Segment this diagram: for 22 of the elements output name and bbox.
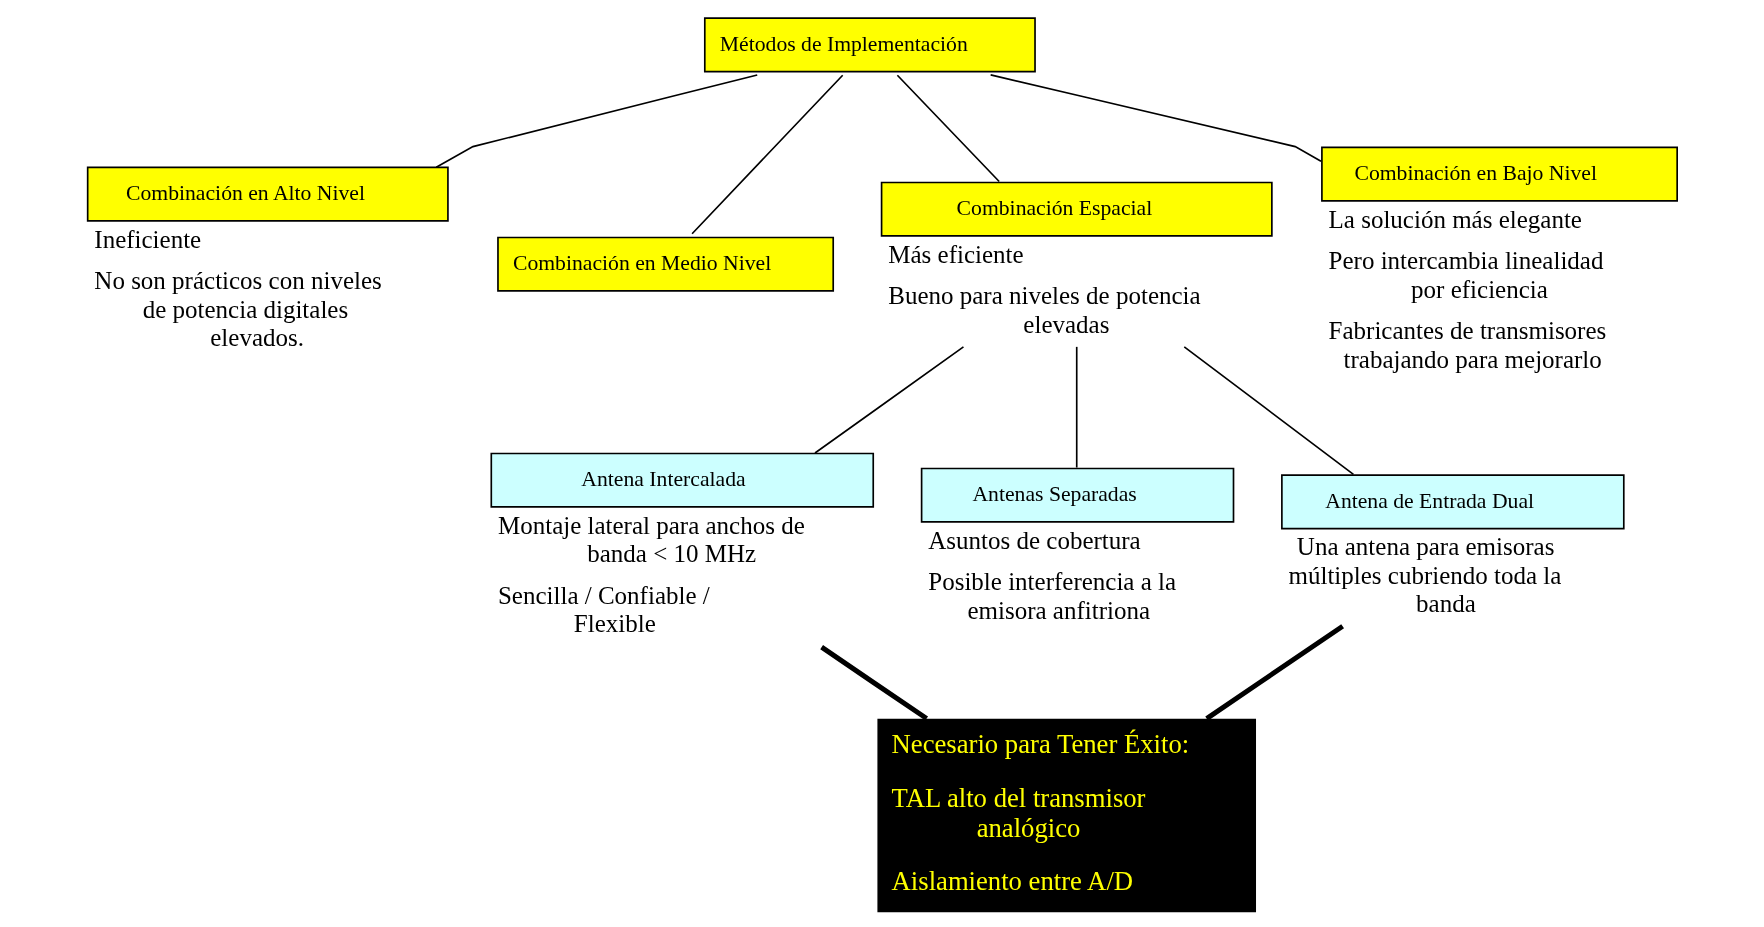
connector — [691, 74, 844, 235]
node-label: Asuntos de cobertura — [928, 526, 1141, 554]
node-label: Más eficiente — [888, 240, 1024, 268]
node-label: Montaje lateral para anchos de banda < 10 MHz — [497, 511, 805, 567]
node-label: No son prácticos con niveles de potencia digitales elevados. — [94, 267, 382, 351]
connector — [1183, 346, 1355, 476]
connector — [896, 74, 1000, 183]
connector — [989, 74, 1322, 163]
node-label: Posible interferencia a la emisora anfitriona — [928, 568, 1177, 624]
node-label: Una antena para emisoras múltiples cubriendo toda la banda — [1288, 533, 1562, 617]
node-label: Sencilla / Confiable / Flexible — [497, 581, 710, 637]
node-label: Pero intercambia linealidad por eficiencia — [1328, 247, 1604, 303]
node-label: Ineficiente — [94, 225, 202, 253]
node-label: Bueno para niveles de potencia elevadas — [888, 282, 1201, 338]
connector — [1075, 346, 1078, 469]
connector — [435, 74, 759, 169]
connector — [820, 645, 929, 721]
node-label: La solución más elegante — [1328, 205, 1582, 233]
connector — [814, 346, 965, 454]
node-box: Necesario para Tener Éxito: TAL alto del transmisor analógico Aislamiento entre A/D — [877, 718, 1256, 913]
node-label: Fabricantes de transmisores trabajando para mejorarlo — [1328, 317, 1607, 373]
connector — [1205, 624, 1345, 721]
